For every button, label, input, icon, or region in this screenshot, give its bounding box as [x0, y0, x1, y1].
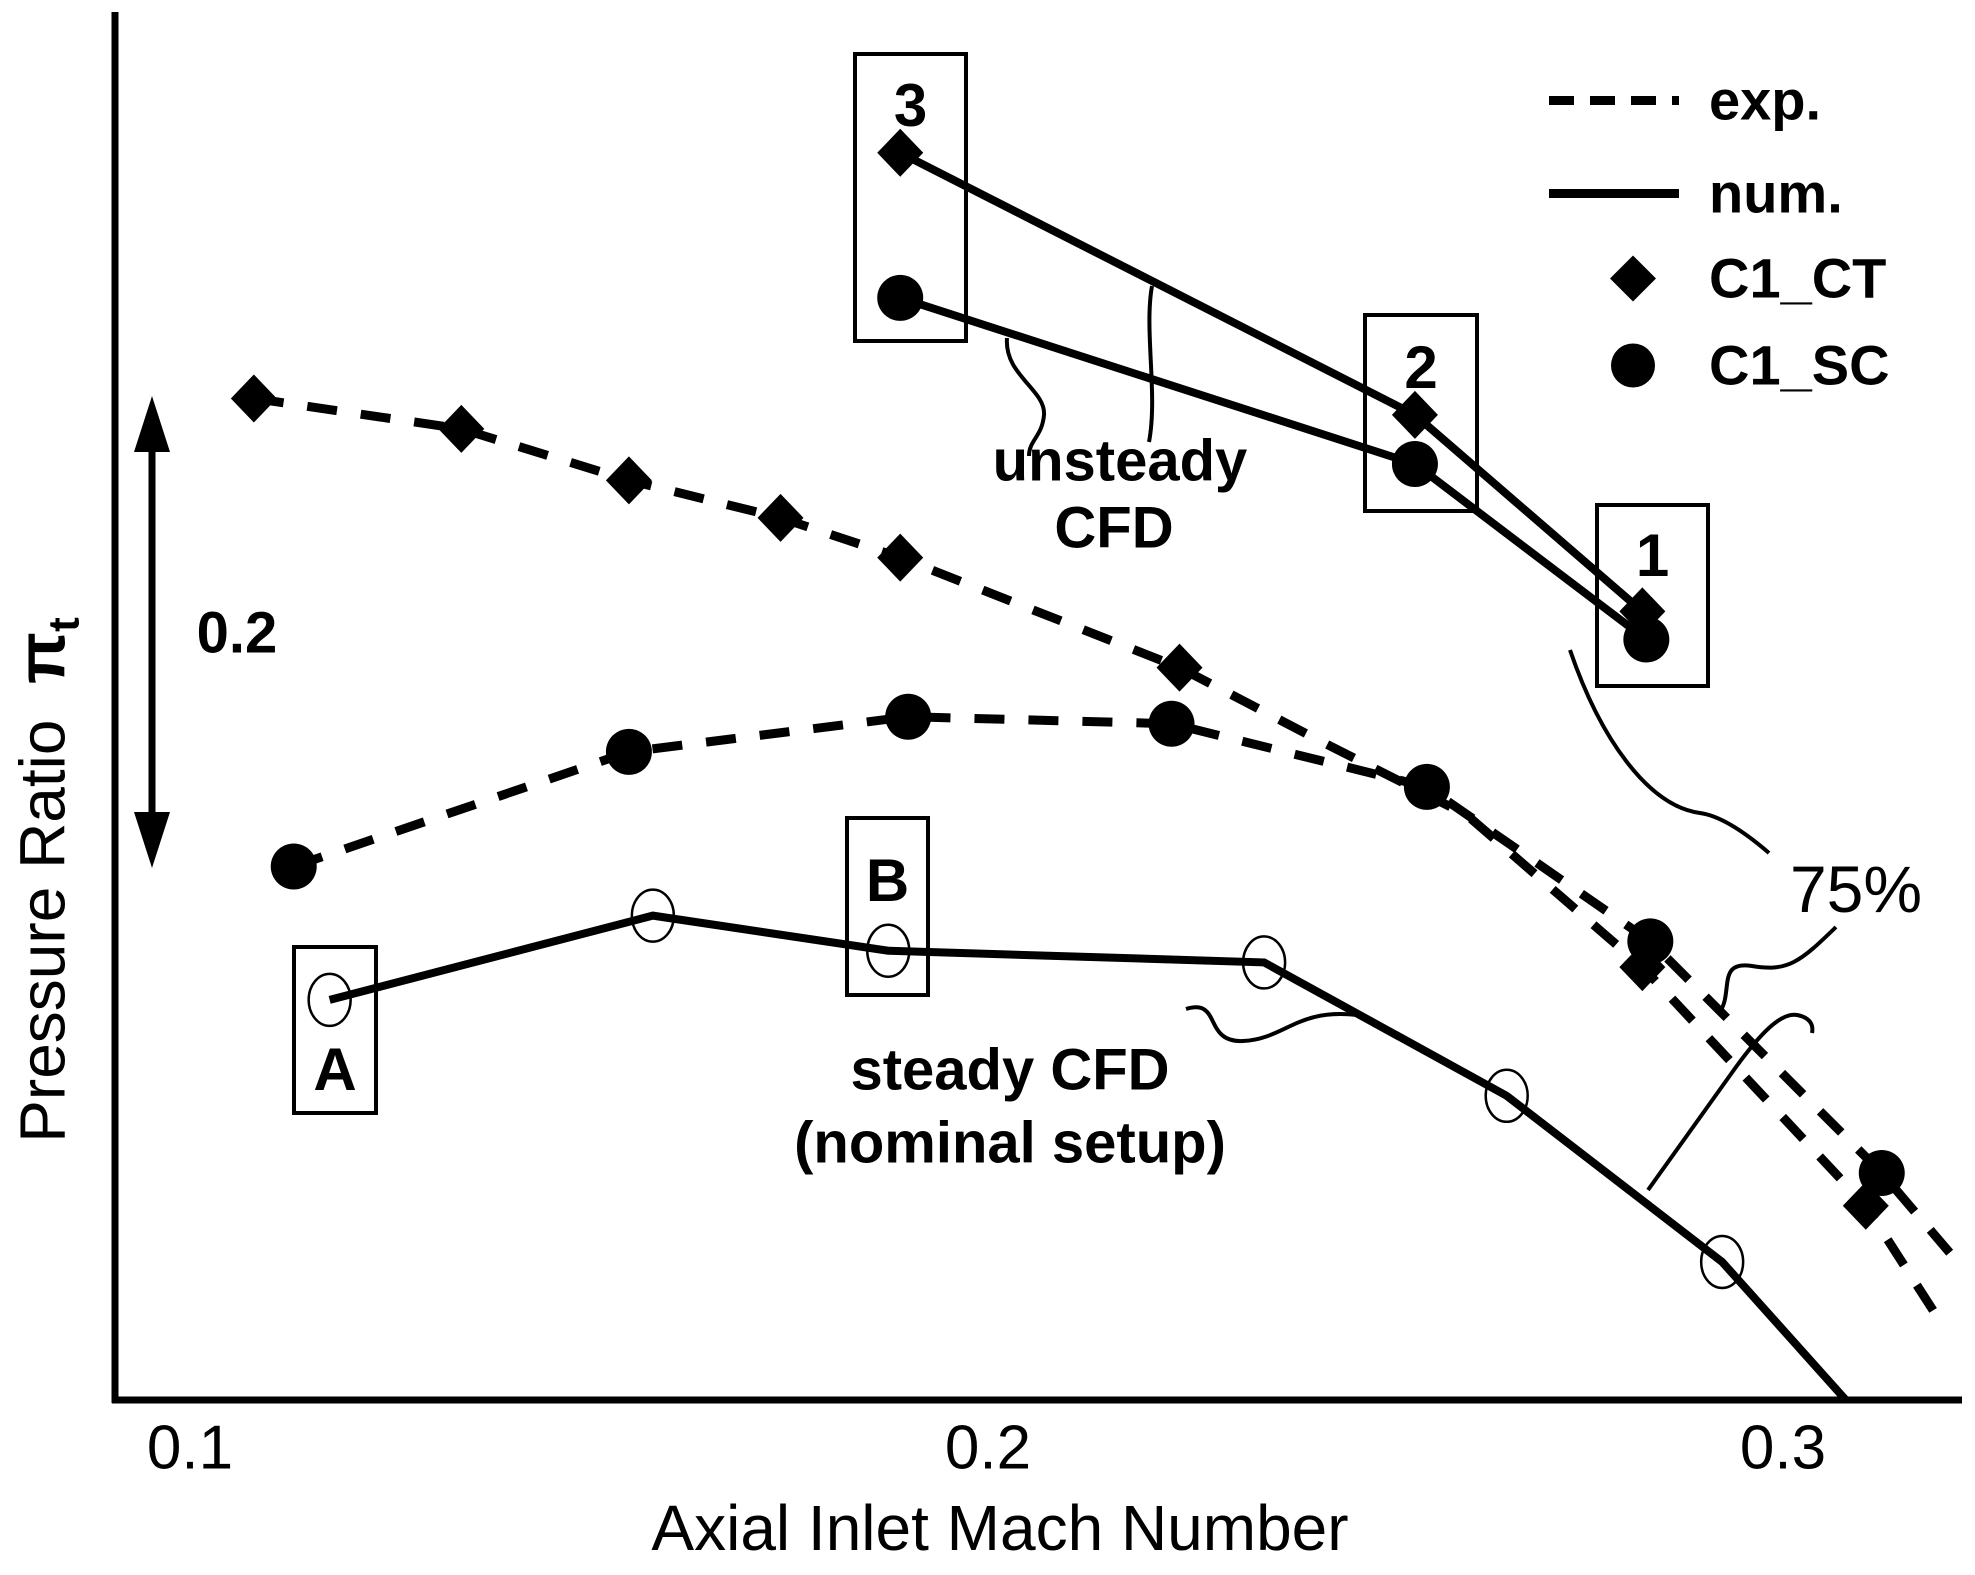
diamond-marker-num-c1-ct-unsteady-cfd: [1391, 390, 1438, 439]
legend-row-c1sc: C1_SC: [1545, 333, 1890, 398]
pi-symbol-subscript: t: [39, 617, 89, 632]
callout-box-2-label: 2: [1404, 334, 1438, 401]
diamond-marker-exp-c1-ct: [757, 493, 804, 542]
series-line-exp-c1-sc: [292, 712, 1961, 1265]
circle-marker-icon: [1545, 334, 1683, 396]
series-line-num-c1-ct-unsteady-cfd: [898, 149, 1645, 615]
speed-75pct-label: 75%: [1789, 852, 1923, 926]
leader-unsteady-right: [1147, 285, 1155, 443]
leader-75-to-sc-curve: [1717, 925, 1838, 1015]
x-axis-title: Axial Inlet Mach Number: [651, 1492, 1349, 1564]
legend-row-num: num.: [1545, 161, 1843, 226]
open-circle-marker-num-steady-cfd-nominal-setup: [630, 888, 676, 943]
callout-box-B-label: B: [865, 847, 910, 914]
y-axis-title: Pressure Ratio πt: [3, 617, 90, 1143]
callout-box-2: 2: [1363, 313, 1479, 513]
callout-box-B: B: [845, 816, 930, 997]
scale-bar-label: 0.2: [196, 600, 278, 666]
steady-cfd-label-line1: steady CFD: [850, 1037, 1170, 1103]
open-circle-marker-num-steady-cfd-nominal-setup: [307, 972, 352, 1028]
leader-lines: [1004, 285, 1838, 1192]
callout-box-1: 1: [1595, 503, 1710, 688]
x-tick-0.1: 0.1: [146, 1413, 234, 1483]
circle-marker-num-c1-sc-unsteady-cfd: [1623, 616, 1670, 663]
series-line-exp-c1-ct: [253, 394, 1950, 1333]
circle-marker-num-c1-sc-unsteady-cfd: [1391, 441, 1438, 487]
x-tick-0.3: 0.3: [1739, 1413, 1827, 1483]
diamond-marker-icon: [1545, 247, 1683, 309]
diamond-marker-exp-c1-ct: [1156, 643, 1203, 692]
callout-box-A: A: [292, 945, 378, 1115]
diamond-marker-exp-c1-ct: [230, 374, 277, 423]
callout-box-3-label: 3: [893, 72, 928, 139]
solid-line-sample-icon: [1545, 162, 1683, 224]
callout-box-1-label: 1: [1635, 522, 1670, 589]
circle-marker-exp-c1-sc: [1403, 763, 1450, 810]
series-layer: [230, 128, 1961, 1403]
callout-box-A-label: A: [313, 1036, 357, 1103]
legend-label-c1sc: C1_SC: [1709, 333, 1890, 397]
diamond-marker-exp-c1-ct: [877, 533, 924, 582]
unsteady-cfd-label-line1: unsteady: [992, 428, 1248, 494]
circle-marker-num-c1-sc-unsteady-cfd: [877, 274, 924, 321]
scale-bar-arrow: [134, 396, 170, 868]
open-circle-marker-num-steady-cfd-nominal-setup: [1484, 1068, 1529, 1124]
leader-unsteady-left: [1004, 337, 1047, 457]
circle-marker-exp-c1-sc: [270, 843, 317, 890]
open-circle-marker-num-steady-cfd-nominal-setup: [866, 923, 911, 978]
legend-row-exp: exp.: [1545, 68, 1821, 133]
leader-steady: [1185, 1005, 1358, 1044]
legend-label-num: num.: [1709, 161, 1843, 225]
dashed-line-sample-icon: [1545, 69, 1683, 131]
legend-label-exp: exp.: [1709, 68, 1822, 132]
diamond-marker-num-c1-ct-unsteady-cfd: [877, 128, 924, 177]
pi-symbol: π: [3, 631, 80, 684]
y-axis-title-text: Pressure Ratio: [6, 719, 79, 1143]
circle-marker-exp-c1-sc: [1148, 700, 1195, 747]
open-circle-marker-num-steady-cfd-nominal-setup: [1699, 1234, 1745, 1290]
circle-marker-exp-c1-sc: [1627, 918, 1674, 965]
x-tick-0.2: 0.2: [944, 1413, 1032, 1483]
legend-row-c1ct: C1_CT: [1545, 246, 1886, 311]
diamond-marker-exp-c1-ct: [605, 456, 652, 505]
circle-marker-exp-c1-sc: [605, 728, 652, 775]
diamond-marker-exp-c1-ct: [438, 404, 485, 453]
open-circle-marker-num-steady-cfd-nominal-setup: [1241, 935, 1287, 990]
series-line-num-steady-cfd-nominal-setup: [328, 911, 1849, 1403]
circle-marker-exp-c1-sc: [885, 693, 932, 740]
legend-label-c1ct: C1_CT: [1709, 246, 1887, 310]
callout-box-3: 3: [853, 52, 968, 343]
leader-75-to-ct-curve: [1646, 1012, 1815, 1192]
steady-cfd-label-line2: (nominal setup): [794, 1110, 1226, 1176]
circle-marker-exp-c1-sc: [1858, 1150, 1905, 1197]
unsteady-cfd-label-line2: CFD: [1054, 495, 1174, 561]
leader-75-from-point1: [1568, 649, 1771, 855]
